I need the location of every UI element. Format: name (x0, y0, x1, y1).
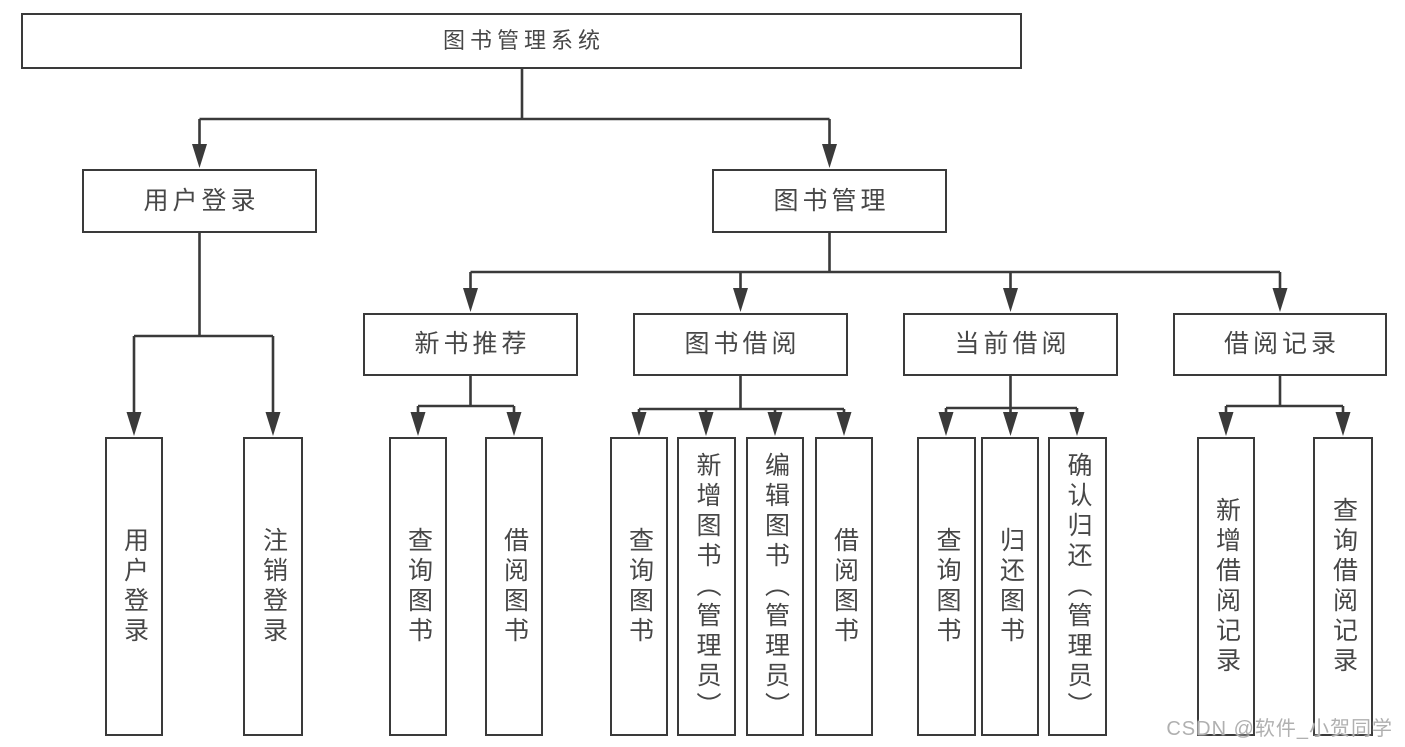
node-label: 图书管理 (773, 186, 890, 215)
leaf-query-books-borrow: 查询图书 (610, 437, 668, 736)
node-new-book-recommendation: 新书推荐 (363, 313, 578, 376)
leaf-add-borrow-record: 新增借阅记录 (1197, 437, 1255, 736)
node-current-borrowing: 当前借阅 (903, 313, 1118, 376)
node-library-management-system: 图书管理系统 (21, 13, 1022, 69)
node-label: 借阅图书 (500, 526, 529, 647)
csdn-watermark: CSDN @软件_小贺同学 (1166, 718, 1393, 740)
node-label: 查询图书 (933, 526, 961, 647)
leaf-edit-books-admin: 编辑图书（管理员） (746, 437, 804, 736)
node-label: 确认归还（管理员） (1064, 451, 1092, 722)
connector-current-borrow-children (938, 376, 1085, 436)
node-label: 当前借阅 (954, 330, 1071, 358)
node-label: 新增借阅记录 (1212, 496, 1241, 677)
node-label: 用户登录 (143, 186, 260, 215)
leaf-logout: 注销登录 (243, 437, 303, 736)
node-label: 新增图书（管理员） (693, 451, 721, 722)
node-label: 查询借阅记录 (1329, 496, 1358, 677)
node-user-login: 用户登录 (82, 169, 317, 233)
node-book-management: 图书管理 (712, 169, 947, 233)
node-label: 借阅图书 (830, 526, 859, 647)
node-label: 归还图书 (996, 526, 1025, 647)
node-label: 新书推荐 (414, 330, 531, 358)
node-label: 用户登录 (120, 526, 149, 647)
node-label: 图书借阅 (684, 330, 801, 358)
leaf-query-books-current: 查询图书 (917, 437, 976, 736)
connector-new-book-children (410, 375, 522, 436)
node-label: 查询图书 (404, 526, 433, 647)
node-label: 借阅记录 (1223, 330, 1340, 358)
node-borrowing-records: 借阅记录 (1173, 313, 1387, 376)
node-label: 图书管理系统 (442, 28, 605, 53)
connector-root-to-level2 (192, 66, 837, 168)
node-label: 编辑图书（管理员） (761, 451, 790, 722)
connector-user-login-children (126, 233, 281, 436)
node-label: 查询图书 (625, 526, 654, 647)
leaf-confirm-return-admin: 确认归还（管理员） (1048, 437, 1107, 736)
leaf-return-books: 归还图书 (981, 437, 1039, 736)
leaf-user-login: 用户登录 (105, 437, 163, 736)
connector-book-borrow-children (631, 375, 852, 436)
leaf-query-books-recommend: 查询图书 (389, 437, 447, 736)
connector-book-mgmt-to-level3 (463, 233, 1288, 312)
leaf-query-borrow-record: 查询借阅记录 (1313, 437, 1373, 736)
leaf-borrow-books-recommend: 借阅图书 (485, 437, 543, 736)
node-label: 注销登录 (259, 526, 288, 647)
leaf-borrow-books: 借阅图书 (815, 437, 873, 736)
connector-borrow-record-children (1218, 375, 1351, 436)
node-book-borrowing: 图书借阅 (633, 313, 848, 376)
leaf-add-books-admin: 新增图书（管理员） (677, 437, 736, 736)
